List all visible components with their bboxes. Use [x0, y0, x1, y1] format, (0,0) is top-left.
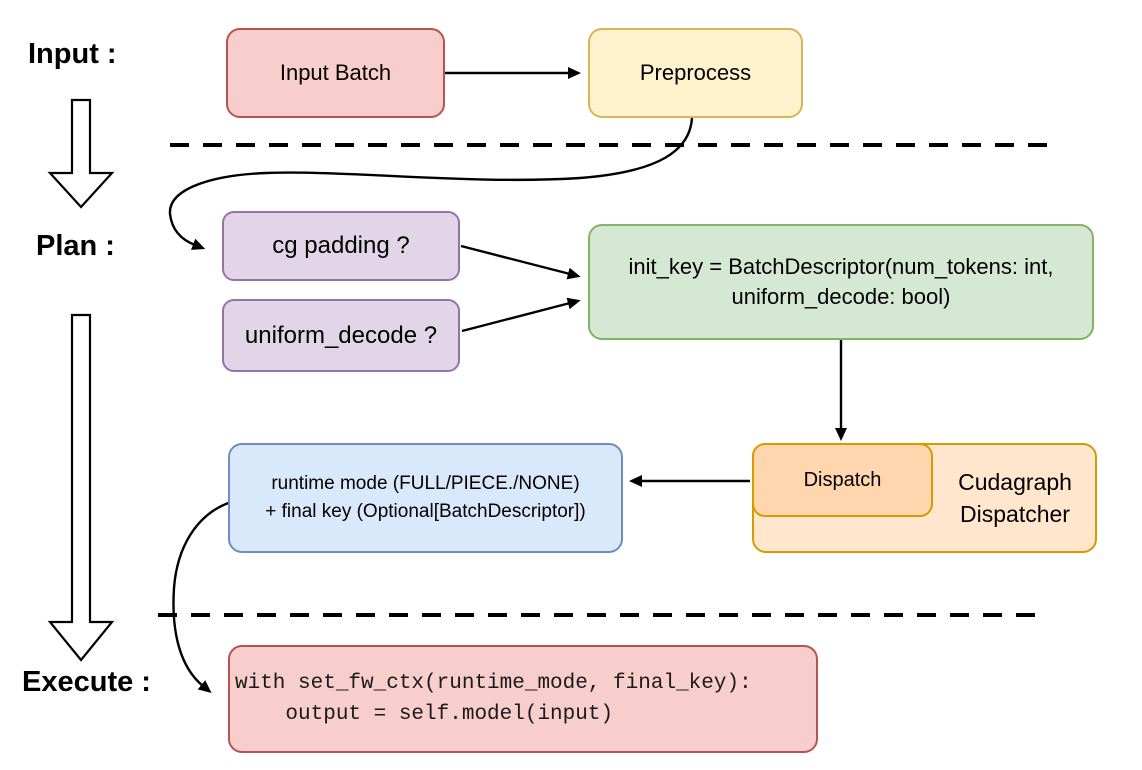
input-to-plan-arrow — [47, 98, 115, 209]
node-init-key-line2: uniform_decode: bool) — [731, 284, 951, 309]
node-input-batch-label: Input Batch — [279, 60, 392, 86]
node-cudagraph-dispatcher-label: Cudagraph Dispatcher — [933, 443, 1097, 553]
stage-label-input: Input : — [28, 38, 117, 70]
node-input-batch: Input Batch — [226, 28, 445, 118]
node-uniform-decode-label: uniform_decode ? — [244, 321, 438, 349]
stage-label-plan: Plan : — [36, 230, 115, 262]
node-runtime-mode: runtime mode (FULL/PIECE./NONE) + final … — [228, 443, 623, 553]
arrow-preprocess-to-cg-padding — [168, 117, 694, 250]
stage-label-execute: Execute : — [22, 666, 151, 698]
arrow-cg-padding-to-init-key — [460, 244, 581, 280]
node-preprocess-label: Preprocess — [639, 60, 752, 86]
node-execute-code: with set_fw_ctx(runtime_mode, final_key)… — [228, 645, 818, 753]
node-cg-padding: cg padding ? — [222, 211, 460, 281]
arrow-runtime-mode-to-execute-code — [172, 500, 232, 693]
cudagraph-label-line1: Cudagraph — [958, 469, 1072, 495]
node-init-key-line1: init_key = BatchDescriptor(num_tokens: i… — [628, 254, 1054, 279]
node-init-key: init_key = BatchDescriptor(num_tokens: i… — [588, 224, 1094, 340]
node-dispatch-label: Dispatch — [803, 468, 882, 491]
node-dispatch: Dispatch — [752, 443, 933, 517]
arrow-uniform-decode-to-init-key — [461, 297, 581, 333]
plan-to-execute-arrow — [47, 313, 115, 662]
node-runtime-mode-line1: runtime mode (FULL/PIECE./NONE) — [271, 473, 580, 494]
execute-code-line2: output = self.model(input) — [235, 703, 614, 726]
node-cg-padding-label: cg padding ? — [272, 232, 410, 260]
execute-code-line1: with set_fw_ctx(runtime_mode, final_key)… — [235, 672, 752, 695]
cudagraph-label-line2: Dispatcher — [960, 501, 1070, 527]
node-preprocess: Preprocess — [588, 28, 803, 118]
node-uniform-decode: uniform_decode ? — [222, 299, 460, 372]
node-runtime-mode-line2: + final key (Optional[BatchDescriptor]) — [265, 501, 586, 522]
